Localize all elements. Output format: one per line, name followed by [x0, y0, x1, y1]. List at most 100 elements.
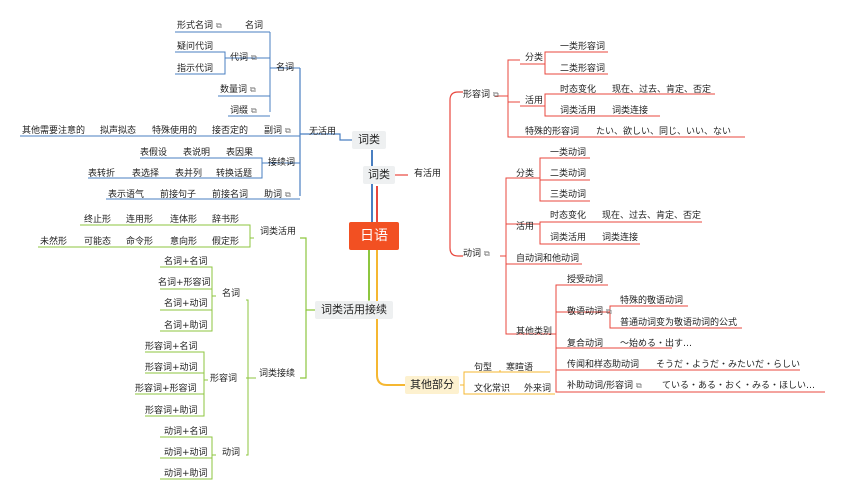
dong-ci-item[interactable]: 动词+助词	[164, 469, 208, 479]
huo-yong-form[interactable]: 辞书形	[212, 215, 240, 225]
node-r-fen-lei[interactable]: 分类	[525, 53, 544, 63]
branch-ci-lei-2[interactable]: 词类	[363, 166, 395, 184]
node-te-shu-xrc[interactable]: 特殊的形容词	[525, 127, 580, 137]
node-ming-ci-jx[interactable]: 名词	[222, 289, 241, 299]
zhu-ci-item[interactable]: 前接名词	[212, 190, 249, 200]
dong-ci-item[interactable]: 动词+名词	[164, 427, 208, 437]
branch-you-huo-yong[interactable]: 有活用	[414, 169, 442, 179]
node-yi-lei-dc[interactable]: 一类动词	[550, 148, 587, 158]
node-ci-lei-huo-yong-2[interactable]: 词类活用	[550, 233, 587, 243]
branch-wu-huo-yong[interactable]: 无活用	[309, 127, 337, 137]
branch-ci-lei[interactable]: 词类	[352, 131, 386, 149]
node-pu-tong-jing-yu[interactable]: 普通动词变为敬语动词的公式	[620, 318, 738, 328]
node-ci-lei-huo-yong[interactable]: 词类活用	[260, 227, 297, 237]
link-icon: ⧉	[285, 126, 291, 135]
node-ci-lei-lian-jie[interactable]: 词类连接	[612, 106, 649, 116]
node-shi-tai[interactable]: 时态变化	[560, 85, 597, 95]
node-shu-liang-ci[interactable]: 数量词⧉	[220, 85, 256, 95]
node-ci-lei-huo-yong-r[interactable]: 词类活用	[560, 106, 597, 116]
link-icon: ⧉	[636, 381, 642, 390]
node-bu-zhu-detail[interactable]: ている・ある・おく・みる・ほしい…	[662, 381, 816, 391]
huo-yong-form[interactable]: 连体形	[170, 215, 198, 225]
node-shi-tai-detail[interactable]: 现在、过去、肯定、否定	[612, 85, 712, 95]
jie-xu-item[interactable]: 转换话题	[216, 169, 253, 179]
node-zhu-ci[interactable]: 助词⧉	[264, 190, 291, 200]
huo-yong-form[interactable]: 假定形	[212, 237, 240, 247]
jie-xu-item[interactable]: 表说明	[183, 148, 211, 158]
link-icon: ⧉	[251, 53, 257, 62]
node-bu-zhu[interactable]: 补助动词/形容词⧉	[567, 381, 642, 391]
node-jie-xu-ci[interactable]: 接续词	[268, 158, 296, 168]
node-ci-lei-jie-xu[interactable]: 词类接续	[259, 369, 296, 379]
branch-huo-yong-jie-xu[interactable]: 词类活用接续	[315, 301, 393, 319]
dong-ci-item[interactable]: 动词+动词	[164, 448, 208, 458]
node-ci-zhui[interactable]: 词缀⧉	[230, 106, 257, 116]
node-ci-lei-lian-jie-2[interactable]: 词类连接	[602, 233, 639, 243]
node-r-huo-yong[interactable]: 活用	[525, 96, 544, 106]
node-fu-he[interactable]: 复合动词	[567, 339, 604, 349]
node-te-shu-detail[interactable]: たい、欲しい、同じ、いい、ない	[596, 127, 732, 137]
fu-ci-item[interactable]: 接否定的	[212, 126, 249, 136]
xrc-item[interactable]: 形容词+动词	[145, 363, 198, 373]
node-qi-ta-lei-bie[interactable]: 其他类别	[516, 327, 553, 337]
node-han-xuan-yu[interactable]: 寒暄语	[506, 363, 534, 373]
link-icon: ⧉	[606, 307, 612, 316]
node-xing-shi-ming-ci[interactable]: 形式名词⧉	[177, 21, 222, 31]
node-chuan-wen-detail[interactable]: そうだ・ようだ・みたいだ・らしい	[656, 360, 801, 370]
node-shi-tai-2[interactable]: 时态变化	[550, 211, 587, 221]
root-node[interactable]: 日语	[349, 222, 399, 250]
jie-xu-item[interactable]: 表因果	[226, 148, 254, 158]
node-r-fen-lei-2[interactable]: 分类	[516, 169, 535, 179]
ming-ci-item[interactable]: 名词+助词	[164, 321, 208, 331]
huo-yong-form[interactable]: 终止形	[84, 215, 112, 225]
huo-yong-form[interactable]: 连用形	[126, 215, 154, 225]
node-wen-hua[interactable]: 文化常识	[474, 384, 511, 394]
fu-ci-item[interactable]: 特殊使用的	[152, 126, 198, 136]
node-te-shu-jing-yu[interactable]: 特殊的敬语动词	[620, 296, 684, 306]
node-er-lei-dc[interactable]: 二类动词	[550, 169, 587, 179]
node-ming-ci[interactable]: 名词	[245, 21, 264, 31]
xrc-item[interactable]: 形容词+名词	[145, 342, 198, 352]
ming-ci-item[interactable]: 名词+名词	[164, 257, 208, 267]
node-dong-ci-jx[interactable]: 动词	[222, 448, 241, 458]
node-jing-yu[interactable]: 敬语动词⧉	[567, 307, 612, 317]
node-wai-lai-ci[interactable]: 外来词	[524, 384, 552, 394]
jie-xu-item[interactable]: 表转折	[88, 169, 116, 179]
link-icon: ⧉	[285, 190, 291, 199]
ming-ci-item[interactable]: 名词+动词	[164, 299, 208, 309]
jie-xu-item[interactable]: 表选择	[132, 169, 160, 179]
node-fu-he-detail[interactable]: ～始める・出す…	[620, 339, 693, 349]
ming-ci-item[interactable]: 名词+形容词	[158, 278, 211, 288]
node-zhi-shi-dai-ci[interactable]: 指示代词	[177, 64, 214, 74]
xrc-item[interactable]: 形容词+助词	[145, 406, 198, 416]
jie-xu-item[interactable]: 表假设	[140, 148, 168, 158]
node-dai-ci[interactable]: 代词⧉	[230, 53, 257, 63]
node-r-dong-ci[interactable]: 动词⧉	[463, 249, 490, 259]
node-r-xing-rong-ci[interactable]: 形容词⧉	[463, 90, 499, 100]
xrc-item[interactable]: 形容词+形容词	[135, 384, 197, 394]
link-icon: ⧉	[250, 85, 256, 94]
fu-ci-item[interactable]: 其他需要注意的	[22, 126, 86, 136]
zhu-ci-item[interactable]: 前接句子	[160, 190, 197, 200]
huo-yong-form[interactable]: 命令形	[126, 237, 154, 247]
huo-yong-form[interactable]: 意向形	[170, 237, 198, 247]
node-zi-ta-dong-ci[interactable]: 自动词和他动词	[516, 254, 580, 264]
huo-yong-form[interactable]: 可能态	[84, 237, 112, 247]
node-chuan-wen[interactable]: 传闻和样态助动词	[567, 360, 640, 370]
branch-qi-ta[interactable]: 其他部分	[405, 376, 459, 394]
zhu-ci-item[interactable]: 表示语气	[108, 190, 145, 200]
node-er-lei-xrc[interactable]: 二类形容词	[560, 64, 606, 74]
node-xrc-jx[interactable]: 形容词	[210, 374, 238, 384]
node-fu-ci[interactable]: 副词⧉	[264, 126, 291, 136]
fu-ci-item[interactable]: 拟声拟态	[100, 126, 137, 136]
node-shi-tai-detail-2[interactable]: 现在、过去、肯定、否定	[602, 211, 702, 221]
node-shou-shou[interactable]: 授受动词	[567, 275, 604, 285]
node-r-huo-yong-2[interactable]: 活用	[516, 222, 535, 232]
huo-yong-form[interactable]: 未然形	[40, 237, 68, 247]
node-yi-wen-dai-ci[interactable]: 疑问代词	[177, 42, 214, 52]
jie-xu-item[interactable]: 表并列	[175, 169, 203, 179]
node-yi-lei-xrc[interactable]: 一类形容词	[560, 42, 606, 52]
node-san-lei-dc[interactable]: 三类动词	[550, 190, 587, 200]
node-ju-xing[interactable]: 句型	[474, 363, 493, 373]
node-ming-ci-group[interactable]: 名词	[276, 63, 295, 73]
